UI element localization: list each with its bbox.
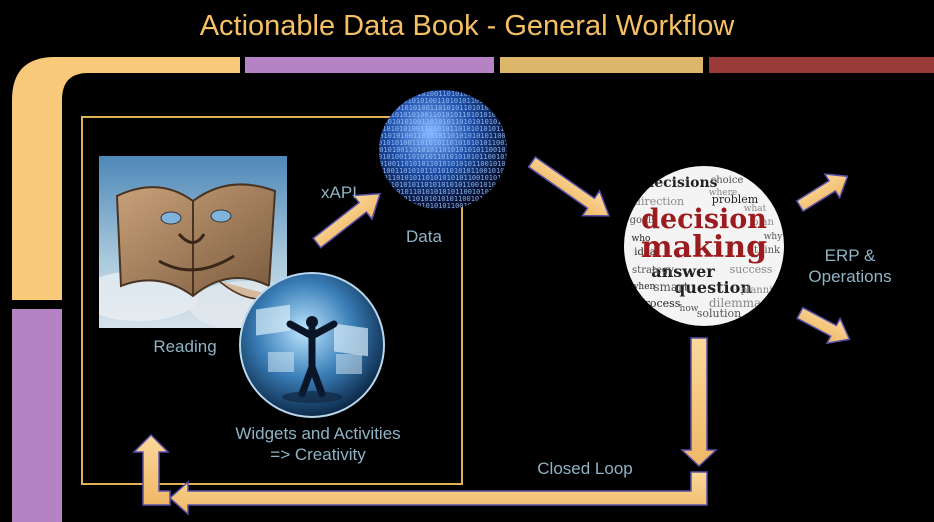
word-cloud-word: success bbox=[730, 263, 773, 276]
binary-row: 1001101010110101010101100101010101 bbox=[377, 174, 509, 182]
binary-row: 1010110101010011010101101010101011 bbox=[378, 97, 509, 105]
word-cloud-word: why bbox=[764, 232, 784, 242]
word-cloud-word: think bbox=[754, 245, 781, 256]
word-cloud-word: decisions bbox=[644, 175, 717, 191]
word-cloud-word: how bbox=[680, 304, 699, 314]
arrow-erp-down bbox=[796, 306, 851, 345]
frame-orange-corner bbox=[12, 57, 240, 300]
bar-gold bbox=[500, 57, 703, 73]
binary-globe-image: 0101011010101001101010110101010101101011… bbox=[377, 90, 509, 210]
reading-label: Reading bbox=[153, 337, 217, 356]
word-cloud-word: solution bbox=[697, 307, 742, 320]
word-cloud-word: when bbox=[631, 282, 656, 292]
binary-row: 0101010011010101101010101011001010 bbox=[378, 139, 509, 147]
word-cloud-word: problem bbox=[712, 193, 759, 206]
word-cloud-word: what bbox=[744, 204, 767, 214]
word-cloud-main-1: decision bbox=[641, 204, 767, 235]
binary-row: 1010011010101101010101011001010101 bbox=[377, 160, 509, 168]
word-cloud-word: dilemma bbox=[709, 296, 761, 310]
binary-row: 1101010110101010101100101010101101 bbox=[378, 195, 509, 203]
word-cloud-word: goals bbox=[630, 215, 657, 226]
binary-row: 0110101010011010101101010101011001 bbox=[377, 118, 509, 126]
erp-label-line2: Operations bbox=[808, 267, 892, 286]
widgets-label-line2: => Creativity bbox=[270, 445, 366, 464]
word-cloud-word: planning bbox=[741, 285, 785, 296]
word-cloud-word: plan bbox=[752, 217, 775, 228]
binary-row: 0011010101101010101011001010101011 bbox=[378, 181, 509, 189]
binary-row: 0101011010101001101010110101010101 bbox=[377, 90, 509, 98]
word-cloud-word: where bbox=[709, 188, 737, 198]
binary-row: 0110101011010101010110010101010110 bbox=[377, 188, 509, 196]
word-cloud-word: question bbox=[674, 278, 752, 297]
binary-row: 1010100110101011010101010110010101 bbox=[377, 146, 509, 154]
xapi-label: xAPI bbox=[321, 183, 357, 202]
word-cloud-word: process bbox=[638, 297, 681, 310]
page-title: Actionable Data Book - General Workflow bbox=[199, 10, 735, 42]
word-cloud-word: smart bbox=[653, 280, 688, 294]
arrow-data-to-decision bbox=[527, 156, 611, 217]
binary-row: 0101101010100110101011010101010110 bbox=[377, 104, 509, 112]
closed-loop-label: Closed Loop bbox=[537, 459, 633, 478]
binary-row: 1101010100110101011010101010110010 bbox=[378, 125, 509, 133]
binary-row: 1010101101010101011001010101011010 bbox=[377, 202, 509, 210]
widgets-label: Widgets and Activities => Creativity bbox=[218, 423, 418, 465]
word-cloud-word: strategy bbox=[632, 265, 674, 276]
arrow-closed-loop-up bbox=[132, 433, 171, 506]
binary-row: 1010101001101010110101010101100101 bbox=[377, 132, 509, 140]
erp-label: ERP & Operations bbox=[790, 245, 910, 287]
erp-label-line1: ERP & bbox=[824, 246, 876, 265]
inner-box bbox=[81, 116, 463, 485]
widgets-label-line1: Widgets and Activities bbox=[235, 424, 401, 443]
arrow-closed-loop-return bbox=[168, 471, 708, 516]
person-in-globe-image bbox=[239, 272, 385, 418]
arrow-xapi bbox=[312, 192, 382, 249]
arrow-closed-loop-down bbox=[680, 337, 718, 468]
data-label: Data bbox=[406, 227, 442, 246]
frame-purple-left bbox=[12, 309, 62, 522]
arrow-erp-up bbox=[795, 173, 849, 213]
word-cloud-word: idea bbox=[634, 247, 656, 258]
binary-row: 1011010101001101010110101010101100 bbox=[378, 111, 509, 119]
binary-row: 0101001101010110101010101100101010 bbox=[378, 153, 509, 161]
binary-row: 0100110101011010101010110010101010 bbox=[378, 167, 509, 175]
bar-red bbox=[709, 57, 934, 73]
word-cloud-word: answer bbox=[651, 262, 715, 281]
word-cloud-word: direction bbox=[634, 195, 684, 208]
bar-purple bbox=[245, 57, 494, 73]
word-cloud-main-2: making bbox=[641, 230, 767, 265]
word-cloud-word: who bbox=[632, 234, 651, 244]
word-cloud-word: choice bbox=[711, 175, 744, 186]
